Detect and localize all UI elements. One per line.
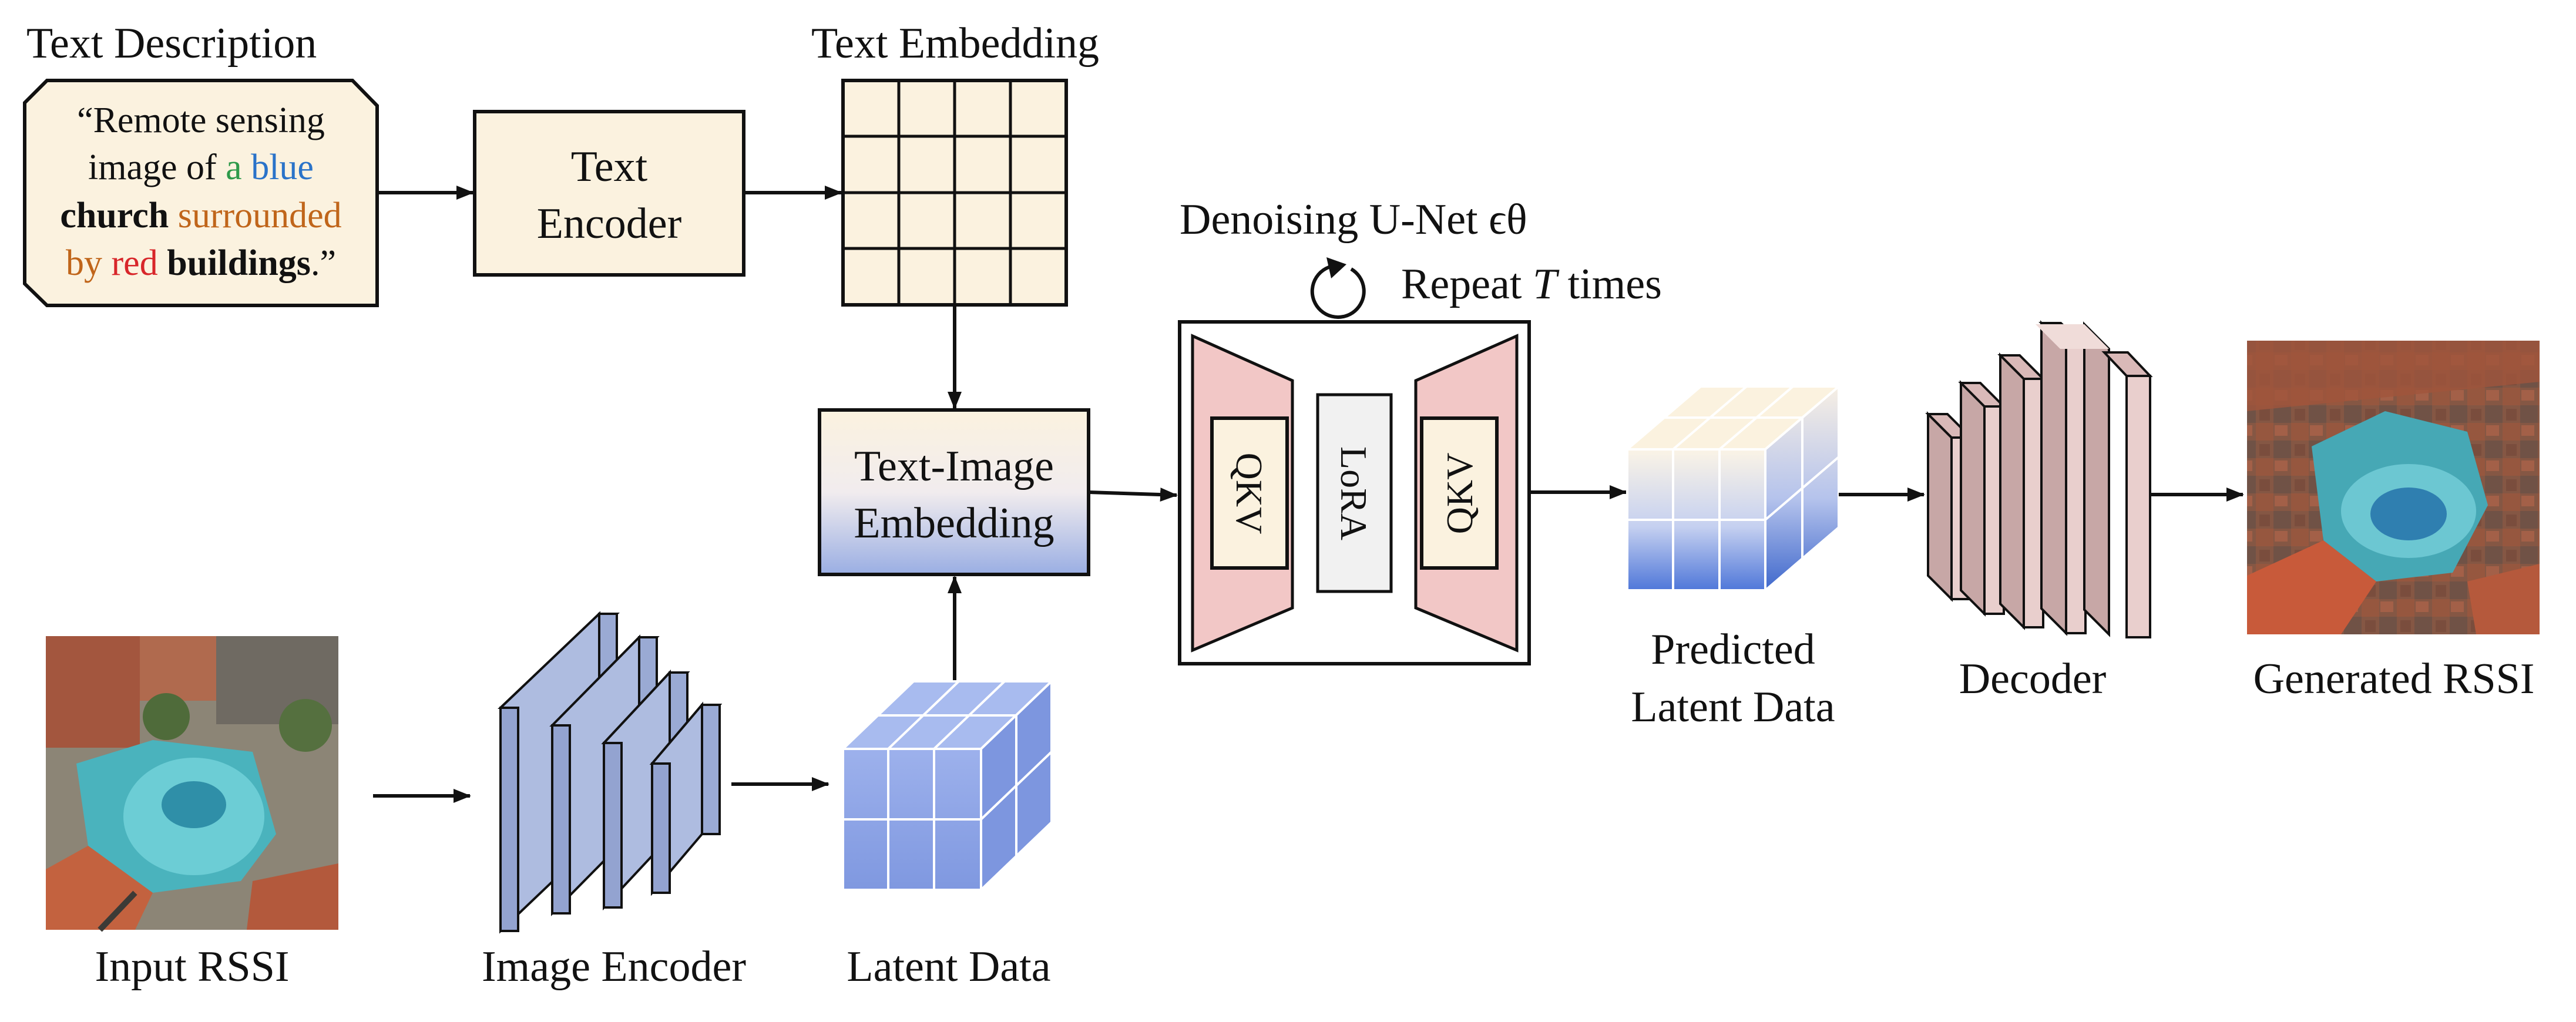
- text-encoder-box: [473, 110, 745, 277]
- input-rssi-image: [46, 636, 338, 932]
- qkv-right-box: [1420, 416, 1499, 570]
- generated-rssi-label: Generated RSSI: [2253, 655, 2535, 703]
- repeat-loop-icon: [1310, 257, 1366, 319]
- arrow-textimage-to-unet: [1088, 488, 1178, 502]
- image-encoder-slabs: [498, 611, 723, 934]
- text-image-label-1: Text-Image: [854, 442, 1054, 490]
- text-description-label: Text Description: [26, 19, 317, 68]
- generated-rssi-image: [2247, 341, 2540, 634]
- text-embedding-grid: [841, 79, 1068, 307]
- latent-data-cube: [840, 678, 1054, 893]
- text-description-box: [23, 79, 379, 307]
- prompt-line-2: image of a blue: [88, 147, 314, 187]
- image-encoder-label: Image Encoder: [482, 943, 746, 991]
- text-image-embedding-box: [818, 408, 1090, 576]
- lora-label: LoRA: [1333, 446, 1375, 540]
- prompt-line-1: “Remote sensing: [77, 100, 325, 140]
- latent-data-label: Latent Data: [847, 943, 1050, 991]
- denoising-unet-title: Denoising U-Net ϵθ: [1180, 196, 1527, 244]
- prompt-line-4: by red buildings.”: [66, 243, 336, 283]
- qkv-right-label: QKV: [1439, 453, 1480, 534]
- decoder-label: Decoder: [1959, 655, 2107, 703]
- decoder-slabs: [1925, 320, 2153, 638]
- input-rssi-label: Input RSSI: [95, 943, 289, 991]
- predicted-label-1: Predicted: [1651, 626, 1815, 674]
- text-encoder-label-2: Encoder: [537, 200, 682, 248]
- prompt-line-3: church surrounded: [60, 196, 341, 236]
- lora-box: [1316, 393, 1393, 593]
- qkv-left-box: [1210, 416, 1289, 570]
- predicted-label-2: Latent Data: [1631, 683, 1835, 731]
- predicted-latent-cube: [1624, 384, 1842, 593]
- text-image-label-2: Embedding: [854, 499, 1054, 547]
- text-encoder-label-1: Text: [571, 143, 648, 191]
- repeat-label: Repeat T times: [1401, 260, 1662, 308]
- text-embedding-label: Text Embedding: [811, 19, 1099, 68]
- qkv-left-label: QKV: [1228, 453, 1270, 534]
